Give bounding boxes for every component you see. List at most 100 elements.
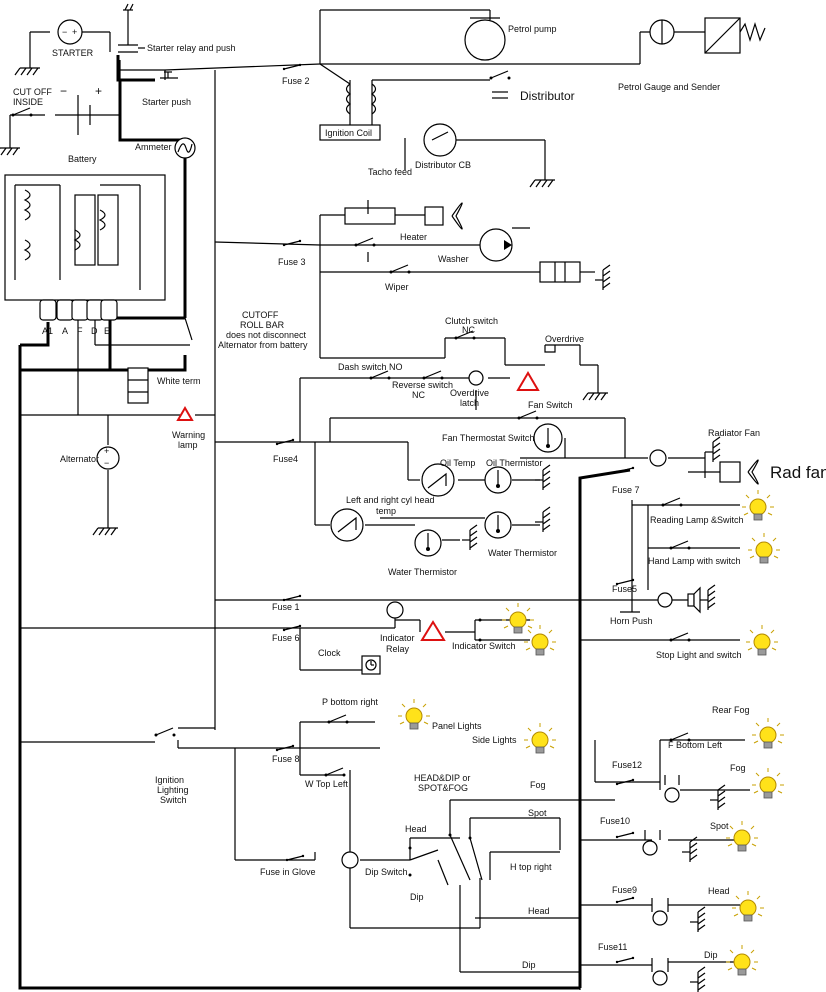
distributor[interactable]: Distributor xyxy=(488,70,575,103)
fog-right-label: Fog xyxy=(730,763,746,773)
wiper[interactable]: Wiper xyxy=(385,261,611,292)
f-bottom-left-label: F Bottom Left xyxy=(668,740,723,750)
head-dip-label-1: HEAD&DIP or xyxy=(414,773,470,783)
radiator-fan: Radiator Fan Rad fan xyxy=(649,428,826,485)
cutoff-inside-switch[interactable]: CUT OFF INSIDE xyxy=(0,87,52,156)
dip-mid-label: Dip xyxy=(522,960,536,970)
battery-label: Battery xyxy=(68,154,97,164)
oil-thermistor-label: Oil Thermistor xyxy=(486,458,542,468)
water-thermistor-left-label: Water Thermistor xyxy=(388,567,457,577)
reading-lamp[interactable]: Reading Lamp &Switch xyxy=(650,489,775,525)
terminal-f: F xyxy=(77,326,83,336)
rear-fog-label: Rear Fog xyxy=(712,705,750,715)
indicator-switch[interactable]: Indicator Switch xyxy=(452,602,557,656)
distributor-label: Distributor xyxy=(520,89,575,103)
radiator-fan-label: Radiator Fan xyxy=(708,428,760,438)
reading-lamp-label: Reading Lamp &Switch xyxy=(650,515,744,525)
reverse-switch-label-1: Reverse switch xyxy=(392,380,453,390)
fan-thermostat-label: Fan Thermostat Switch xyxy=(442,433,534,443)
starter-relay: Starter relay and push xyxy=(118,3,236,53)
petrol-pump: Petrol pump xyxy=(464,17,557,61)
indicator-switch-label: Indicator Switch xyxy=(452,641,516,651)
cutoff-inside-label-2: INSIDE xyxy=(13,97,43,107)
petrol-gauge: Petrol Gauge and Sender xyxy=(618,17,766,92)
fuse-9-label: Fuse9 xyxy=(612,885,637,895)
h-top-right-label: H top right xyxy=(510,862,552,872)
hand-lamp[interactable]: Hand Lamp with switch xyxy=(648,532,781,566)
fuse-8-label: Fuse 8 xyxy=(272,754,300,764)
rear-fog[interactable]: Rear Fog F Bottom Left xyxy=(668,705,785,750)
fan-switch[interactable]: Fan Switch xyxy=(516,400,573,421)
panel-lights[interactable]: P bottom right Panel Lights xyxy=(322,697,482,731)
terminal-a1: A1 xyxy=(42,326,53,336)
dip-switch-label: Dip Switch xyxy=(365,867,408,877)
stop-light[interactable]: Stop Light and switch xyxy=(656,624,779,660)
petrol-pump-label: Petrol pump xyxy=(508,24,557,34)
reverse-switch-label-2: NC xyxy=(412,390,425,400)
starter-push-label: Starter push xyxy=(142,97,191,107)
cyl-head-label-2: temp xyxy=(376,506,396,516)
washer[interactable]: Washer xyxy=(353,228,513,264)
head-dip-label-2: SPOT&FOG xyxy=(418,783,468,793)
terminal-e: E xyxy=(104,326,110,336)
wiring-thick xyxy=(18,55,631,990)
alternator: + − Alternator xyxy=(60,446,120,536)
fuse-3 xyxy=(282,239,302,247)
w-top-left-switch[interactable]: W Top Left xyxy=(305,767,348,789)
spot-right-label: Spot xyxy=(710,821,729,831)
fan-thermostat-switch: Fan Thermostat Switch xyxy=(442,423,563,453)
heater[interactable]: Heater xyxy=(344,200,463,242)
head-dip-selector[interactable]: HEAD&DIP or SPOT&FOG Fog Spot H top righ… xyxy=(414,773,552,881)
white-term-label: White term xyxy=(157,376,201,386)
svg-text:−: − xyxy=(60,84,67,98)
water-thermistor-right: Water Thermistor xyxy=(484,506,557,558)
p-bottom-right-label: P bottom right xyxy=(322,697,378,707)
fuse-5-label: Fuse5 xyxy=(612,584,637,594)
indicator-relay-label-1: Indicator xyxy=(380,633,415,643)
overdrive-latch-label-1: Overdrive xyxy=(450,388,489,398)
fuse-glove-label: Fuse in Glove xyxy=(260,867,316,877)
fuse-11-label: Fuse11 xyxy=(598,942,627,952)
svg-text:+: + xyxy=(72,27,77,37)
indicator-relay: Indicator Relay xyxy=(380,601,446,654)
ignition-label-2: Lighting xyxy=(157,785,189,795)
fuse-in-glove: Fuse in Glove xyxy=(260,854,316,877)
horn-push-label: Horn Push xyxy=(610,616,653,626)
ignition-coil: Ignition Coil xyxy=(319,83,381,141)
fuse-2-label: Fuse 2 xyxy=(282,76,310,86)
head-left-label: Head xyxy=(405,824,427,834)
ammeter: Ammeter xyxy=(135,137,196,159)
ignition-coil-label: Ignition Coil xyxy=(325,128,372,138)
overdrive-solenoid: Overdrive xyxy=(544,334,609,401)
roll-bar-cutoff-switch[interactable]: CUTOFF ROLL BAR does not disconnect Alte… xyxy=(184,310,308,350)
side-lights: Side Lights xyxy=(472,722,557,754)
clock-label: Clock xyxy=(318,648,341,658)
clutch-switch-label-2: NC xyxy=(462,325,475,335)
heater-label: Heater xyxy=(400,232,427,242)
w-top-left-label: W Top Left xyxy=(305,779,348,789)
dip-switch[interactable]: Head Dip Switch Dip Head Dip xyxy=(341,824,550,970)
regulator-terminals: A1 A F D E xyxy=(39,299,118,336)
reverse-switch[interactable]: Reverse switch NC xyxy=(392,370,453,400)
dash-switch[interactable]: Dash switch NO xyxy=(338,362,403,381)
ignition-lighting-switch[interactable]: Ignition Lighting Switch xyxy=(153,727,189,805)
starter-push[interactable]: Starter push xyxy=(142,71,191,107)
clutch-switch[interactable]: Clutch switch NC xyxy=(445,316,498,341)
fan-switch-label: Fan Switch xyxy=(528,400,573,410)
fuse-6-label: Fuse 6 xyxy=(272,633,300,643)
horn[interactable]: Horn Push xyxy=(610,584,716,626)
starter-relay-label: Starter relay and push xyxy=(147,43,236,53)
panel-lights-label: Panel Lights xyxy=(432,721,482,731)
head-lamp: Fuse9 Head xyxy=(612,885,765,933)
dip-left-label: Dip xyxy=(410,892,424,902)
oil-temp-label: Oil Temp xyxy=(440,458,475,468)
svg-text:+: + xyxy=(95,84,102,98)
white-terminal-block: White term xyxy=(127,367,201,404)
fuse-3-label: Fuse 3 xyxy=(278,257,306,267)
wiper-label: Wiper xyxy=(385,282,409,292)
overdrive-latch: Overdrive latch xyxy=(450,370,540,408)
fog-mid-label: Fog xyxy=(530,780,546,790)
starter-label: STARTER xyxy=(52,48,94,58)
fuse-4-label: Fuse4 xyxy=(273,454,298,464)
battery: + − Battery xyxy=(60,84,102,164)
